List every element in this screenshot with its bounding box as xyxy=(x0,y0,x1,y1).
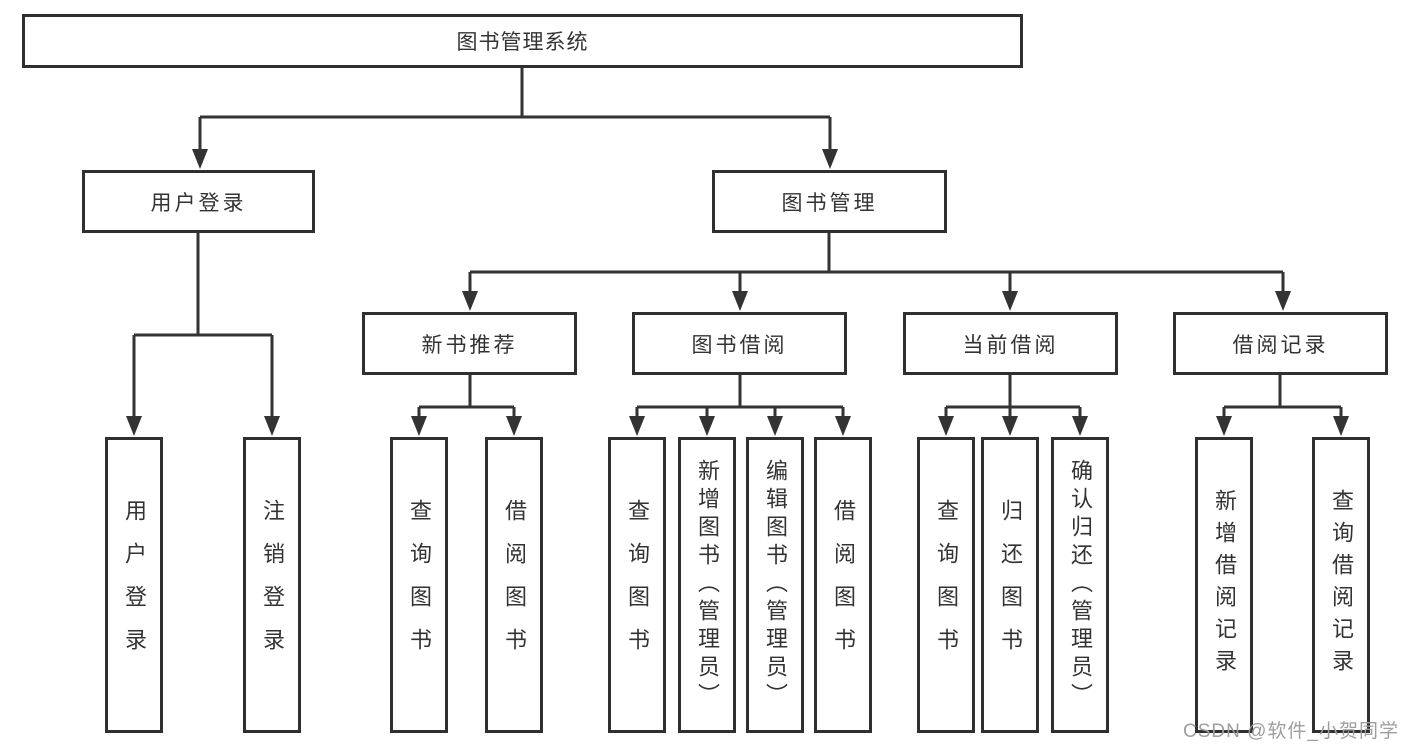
node-root: 图书管理系统 xyxy=(22,14,1023,68)
node-current-borrowing: 当前借阅 xyxy=(903,312,1118,375)
node-user-login-label: 用户登录 xyxy=(150,191,247,215)
leaf-confirm-return-admin: 确认归还（管理员） xyxy=(1051,437,1109,733)
leaf-confirm-return-admin-label: 确认归还（管理员） xyxy=(1068,459,1093,711)
leaf-borrow-books-2-label: 借阅图书 xyxy=(831,499,856,671)
leaf-add-borrow-record: 新增借阅记录 xyxy=(1195,437,1253,733)
node-book-borrowing-label: 图书借阅 xyxy=(691,333,788,357)
leaf-logout-label: 注销登录 xyxy=(260,499,285,671)
connector-lines xyxy=(132,68,1343,419)
node-book-borrowing: 图书借阅 xyxy=(632,312,847,375)
leaf-user-login: 用户登录 xyxy=(105,437,163,733)
csdn-watermark: CSDN @软件_小贺同学 xyxy=(1183,721,1399,742)
leaf-logout: 注销登录 xyxy=(243,437,301,733)
node-new-book-recommend: 新书推荐 xyxy=(362,312,577,375)
leaf-add-books-admin: 新增图书（管理员） xyxy=(678,437,736,733)
node-new-book-recommend-label: 新书推荐 xyxy=(421,333,518,357)
leaf-edit-books-admin: 编辑图书（管理员） xyxy=(746,437,804,733)
node-current-borrowing-label: 当前借阅 xyxy=(962,333,1059,357)
leaf-query-borrow-record-label: 查询借阅记录 xyxy=(1329,489,1354,681)
leaf-borrow-books-2: 借阅图书 xyxy=(814,437,872,733)
node-user-login: 用户登录 xyxy=(82,170,315,233)
node-book-management: 图书管理 xyxy=(712,170,947,233)
leaf-borrow-books-1: 借阅图书 xyxy=(485,437,543,733)
leaf-add-borrow-record-label: 新增借阅记录 xyxy=(1212,489,1237,681)
leaf-query-books-1-label: 查询图书 xyxy=(407,499,432,671)
node-borrowing-records: 借阅记录 xyxy=(1173,312,1388,375)
leaf-add-books-admin-label: 新增图书（管理员） xyxy=(695,459,720,711)
leaf-edit-books-admin-label: 编辑图书（管理员） xyxy=(763,459,788,711)
leaf-query-books-3-label: 查询图书 xyxy=(934,499,959,671)
leaf-query-borrow-record: 查询借阅记录 xyxy=(1312,437,1370,733)
node-borrowing-records-label: 借阅记录 xyxy=(1232,333,1329,357)
leaf-query-books-1: 查询图书 xyxy=(390,437,448,733)
node-book-management-label: 图书管理 xyxy=(781,191,878,215)
leaf-query-books-3: 查询图书 xyxy=(917,437,975,733)
leaf-query-books-2-label: 查询图书 xyxy=(625,499,650,671)
leaf-return-books: 归还图书 xyxy=(981,437,1039,733)
leaf-query-books-2: 查询图书 xyxy=(608,437,666,733)
leaf-borrow-books-1-label: 借阅图书 xyxy=(502,499,527,671)
leaf-user-login-label: 用户登录 xyxy=(122,499,147,671)
leaf-return-books-label: 归还图书 xyxy=(998,499,1023,671)
node-root-label: 图书管理系统 xyxy=(456,31,589,54)
arrowhead-icons xyxy=(126,149,1349,436)
